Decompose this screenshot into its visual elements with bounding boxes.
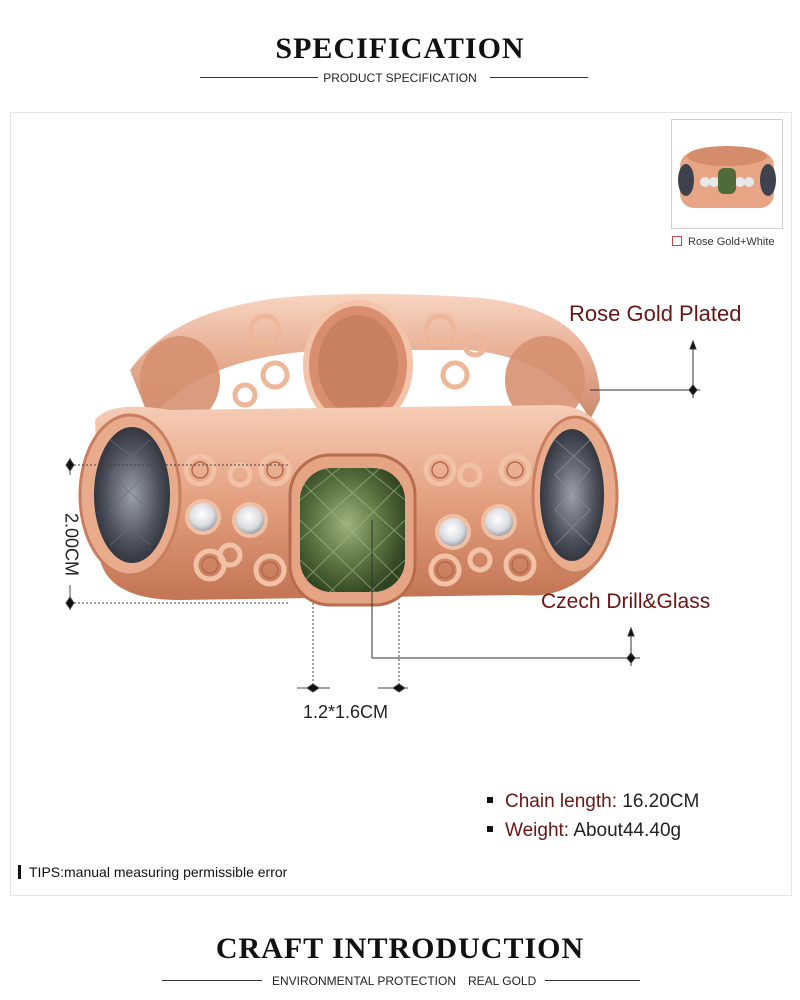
green-stone-center — [288, 453, 417, 607]
divider — [545, 980, 640, 981]
spec-chain-length: Chain length: 16.20CM — [487, 791, 699, 813]
plating-callout: Rose Gold Plated — [569, 301, 742, 326]
bracelet-back-band — [130, 294, 600, 430]
bullet-icon — [487, 797, 493, 803]
plating-leader — [590, 339, 700, 398]
crystals — [185, 499, 517, 550]
grey-stone-right — [531, 415, 619, 575]
footer-subtitle-right: REAL GOLD — [468, 974, 537, 988]
bullet-icon — [487, 826, 493, 832]
height-label: 2.00CM — [61, 512, 82, 577]
height-dimension — [65, 458, 290, 610]
tips-marker — [18, 865, 21, 879]
color-option-checkbox[interactable] — [672, 236, 682, 246]
spec-weight: Weight: About44.40g — [487, 820, 681, 842]
material-callout: Czech Drill&Glass — [541, 590, 711, 613]
divider — [162, 980, 262, 981]
tips-note: TIPS:manual measuring permissible error — [18, 864, 287, 880]
section-subtitle: PRODUCT SPECIFICATION — [323, 71, 477, 85]
divider — [490, 77, 588, 78]
grey-stone-left — [78, 413, 182, 577]
color-option[interactable]: Rose Gold+White — [672, 236, 775, 248]
footer-subtitle-left: ENVIRONMENTAL PROTECTION — [272, 974, 457, 988]
width-dimension — [297, 603, 408, 693]
color-option-label: Rose Gold+White — [688, 236, 775, 248]
material-leader — [371, 520, 640, 666]
divider — [200, 77, 318, 78]
product-thumbnail[interactable] — [671, 119, 783, 229]
footer-title: CRAFT INTRODUCTION — [215, 932, 585, 965]
section-title: SPECIFICATION — [275, 32, 525, 65]
filigree-swirls — [183, 453, 537, 587]
thumbnail-image — [678, 146, 776, 208]
stone-size-label: 1.2*1.6CM — [303, 702, 389, 722]
